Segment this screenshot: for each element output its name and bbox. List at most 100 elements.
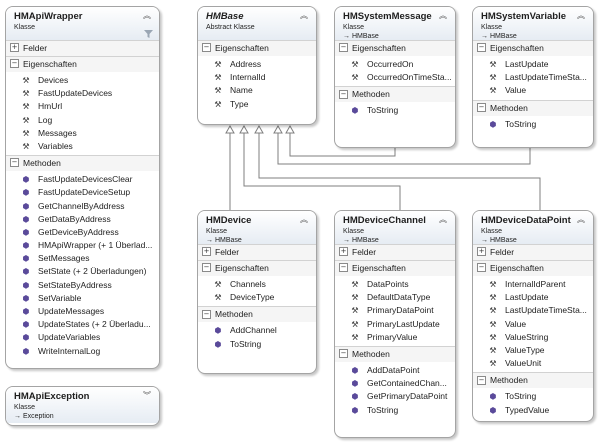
property-item[interactable]: ⚒Type <box>198 98 316 111</box>
expand-chevron-icon[interactable]: ︾ <box>143 391 151 400</box>
collapse-toggle-icon[interactable]: − <box>202 309 211 319</box>
section-header-felder[interactable]: +Felder <box>6 40 159 56</box>
method-item[interactable]: ⬢UpdateMessages <box>6 305 159 318</box>
method-item[interactable]: ⬢GetContainedChan... <box>335 377 455 390</box>
collapse-toggle-icon[interactable]: − <box>477 102 486 112</box>
collapse-toggle-icon[interactable]: − <box>339 89 348 99</box>
class-hmapiexception[interactable]: HMApiException Klasse → Exception ︾ <box>5 386 160 426</box>
method-item[interactable]: ⬢HMApiWrapper (+ 1 Überlad... <box>6 239 159 252</box>
property-item[interactable]: ⚒PrimaryValue <box>335 331 455 344</box>
expand-toggle-icon[interactable]: + <box>10 43 19 53</box>
collapse-toggle-icon[interactable]: − <box>202 263 211 273</box>
collapse-chevron-icon[interactable]: ︽ <box>577 11 585 20</box>
method-item[interactable]: ⬢GetChannelByAddress <box>6 200 159 213</box>
section-header-eigenschaften[interactable]: −Eigenschaften <box>335 260 455 276</box>
property-item[interactable]: ⚒LastUpdate <box>473 291 593 304</box>
method-item[interactable]: ⬢AddChannel <box>198 324 316 337</box>
property-item[interactable]: ⚒HmUrl <box>6 100 159 113</box>
class-hmdevicechannel[interactable]: HMDeviceChannel Klasse → HMBase ︽ +Felde… <box>334 210 456 438</box>
method-item[interactable]: ⬢AddDataPoint <box>335 364 455 377</box>
method-item[interactable]: ⬢GetPrimaryDataPoint <box>335 390 455 403</box>
property-item[interactable]: ⚒Variables <box>6 140 159 153</box>
property-item[interactable]: ⚒Address <box>198 58 316 71</box>
property-item[interactable]: ⚒DeviceType <box>198 291 316 304</box>
method-item[interactable]: ⬢GetDeviceByAddress <box>6 226 159 239</box>
collapse-toggle-icon[interactable]: − <box>339 43 348 53</box>
property-item[interactable]: ⚒Value <box>473 84 593 97</box>
property-item[interactable]: ⚒LastUpdate <box>473 58 593 71</box>
method-item[interactable]: ⬢UpdateVariables <box>6 331 159 344</box>
class-hmdevicedatapoint[interactable]: HMDeviceDataPoint Klasse → HMBase ︽ +Fel… <box>472 210 594 422</box>
collapse-toggle-icon[interactable]: − <box>10 158 19 168</box>
collapse-chevron-icon[interactable]: ︽ <box>439 215 447 224</box>
collapse-toggle-icon[interactable]: − <box>477 263 486 273</box>
method-item[interactable]: ⬢WriteInternalLog <box>6 345 159 358</box>
section-header-eigenschaften[interactable]: −Eigenschaften <box>473 40 593 56</box>
section-header-eigenschaften[interactable]: −Eigenschaften <box>198 40 316 56</box>
collapse-chevron-icon[interactable]: ︽ <box>143 11 151 20</box>
section-header-methoden[interactable]: −Methoden <box>335 345 455 362</box>
section-header-eigenschaften[interactable]: −Eigenschaften <box>198 260 316 276</box>
method-item[interactable]: ⬢ToString <box>198 338 316 351</box>
property-item[interactable]: ⚒LastUpdateTimeSta... <box>473 304 593 317</box>
section-header-methoden[interactable]: −Methoden <box>473 372 593 389</box>
class-hmapiwrapper[interactable]: HMApiWrapper Klasse ︽ +Felder −Eigenscha… <box>5 6 160 369</box>
collapse-chevron-icon[interactable]: ︽ <box>300 11 308 20</box>
property-item[interactable]: ⚒Messages <box>6 127 159 140</box>
property-item[interactable]: ⚒InternalIdParent <box>473 278 593 291</box>
property-item[interactable]: ⚒Log <box>6 114 159 127</box>
expand-toggle-icon[interactable]: + <box>339 247 348 257</box>
property-item[interactable]: ⚒Value <box>473 318 593 331</box>
section-header-eigenschaften[interactable]: −Eigenschaften <box>473 260 593 276</box>
method-item[interactable]: ⬢SetState (+ 2 Überladungen) <box>6 265 159 278</box>
property-item[interactable]: ⚒PrimaryDataPoint <box>335 304 455 317</box>
method-item[interactable]: ⬢FastUpdateDeviceSetup <box>6 186 159 199</box>
class-hmsystemmessage[interactable]: HMSystemMessage Klasse → HMBase ︽ −Eigen… <box>334 6 456 148</box>
method-item[interactable]: ⬢ToString <box>335 404 455 417</box>
method-item[interactable]: ⬢ToString <box>473 118 593 131</box>
method-item[interactable]: ⬢SetVariable <box>6 292 159 305</box>
property-item[interactable]: ⚒FastUpdateDevices <box>6 87 159 100</box>
property-item[interactable]: ⚒Name <box>198 84 316 97</box>
collapse-toggle-icon[interactable]: − <box>477 43 486 53</box>
method-item[interactable]: ⬢GetDataByAddress <box>6 213 159 226</box>
expand-toggle-icon[interactable]: + <box>477 247 486 257</box>
method-item[interactable]: ⬢SetMessages <box>6 252 159 265</box>
section-header-felder[interactable]: +Felder <box>335 244 455 260</box>
class-hmdevice[interactable]: HMDevice Klasse → HMBase ︽ +Felder −Eige… <box>197 210 317 374</box>
collapse-toggle-icon[interactable]: − <box>10 59 19 69</box>
property-item[interactable]: ⚒InternalId <box>198 71 316 84</box>
method-item[interactable]: ⬢TypedValue <box>473 404 593 417</box>
property-item[interactable]: ⚒LastUpdateTimeSta... <box>473 71 593 84</box>
property-item[interactable]: ⚒DataPoints <box>335 278 455 291</box>
property-item[interactable]: ⚒ValueUnit <box>473 357 593 370</box>
section-header-felder[interactable]: +Felder <box>473 244 593 260</box>
section-header-methoden[interactable]: −Methoden <box>473 99 593 116</box>
property-item[interactable]: ⚒ValueType <box>473 344 593 357</box>
collapse-toggle-icon[interactable]: − <box>202 43 211 53</box>
property-item[interactable]: ⚒PrimaryLastUpdate <box>335 318 455 331</box>
method-item[interactable]: ⬢FastUpdateDevicesClear <box>6 173 159 186</box>
collapse-toggle-icon[interactable]: − <box>477 375 486 385</box>
property-item[interactable]: ⚒OccurredOnTimeSta... <box>335 71 455 84</box>
section-header-eigenschaften[interactable]: −Eigenschaften <box>6 56 159 72</box>
method-item[interactable]: ⬢ToString <box>473 390 593 403</box>
method-item[interactable]: ⬢ToString <box>335 104 455 117</box>
section-header-methoden[interactable]: −Methoden <box>198 306 316 323</box>
property-item[interactable]: ⚒OccurredOn <box>335 58 455 71</box>
section-header-methoden[interactable]: −Methoden <box>335 86 455 103</box>
collapse-toggle-icon[interactable]: − <box>339 263 348 273</box>
filter-icon[interactable] <box>144 30 153 38</box>
collapse-chevron-icon[interactable]: ︽ <box>439 11 447 20</box>
property-item[interactable]: ⚒Channels <box>198 278 316 291</box>
method-item[interactable]: ⬢SetStateByAddress <box>6 279 159 292</box>
section-header-felder[interactable]: +Felder <box>198 244 316 260</box>
collapse-chevron-icon[interactable]: ︽ <box>300 215 308 224</box>
expand-toggle-icon[interactable]: + <box>202 247 211 257</box>
collapse-chevron-icon[interactable]: ︽ <box>577 215 585 224</box>
property-item[interactable]: ⚒ValueString <box>473 331 593 344</box>
class-hmsystemvariable[interactable]: HMSystemVariable Klasse → HMBase ︽ −Eige… <box>472 6 594 148</box>
property-item[interactable]: ⚒DefaultDataType <box>335 291 455 304</box>
property-item[interactable]: ⚒Devices <box>6 74 159 87</box>
method-item[interactable]: ⬢UpdateStates (+ 2 Überladu... <box>6 318 159 331</box>
